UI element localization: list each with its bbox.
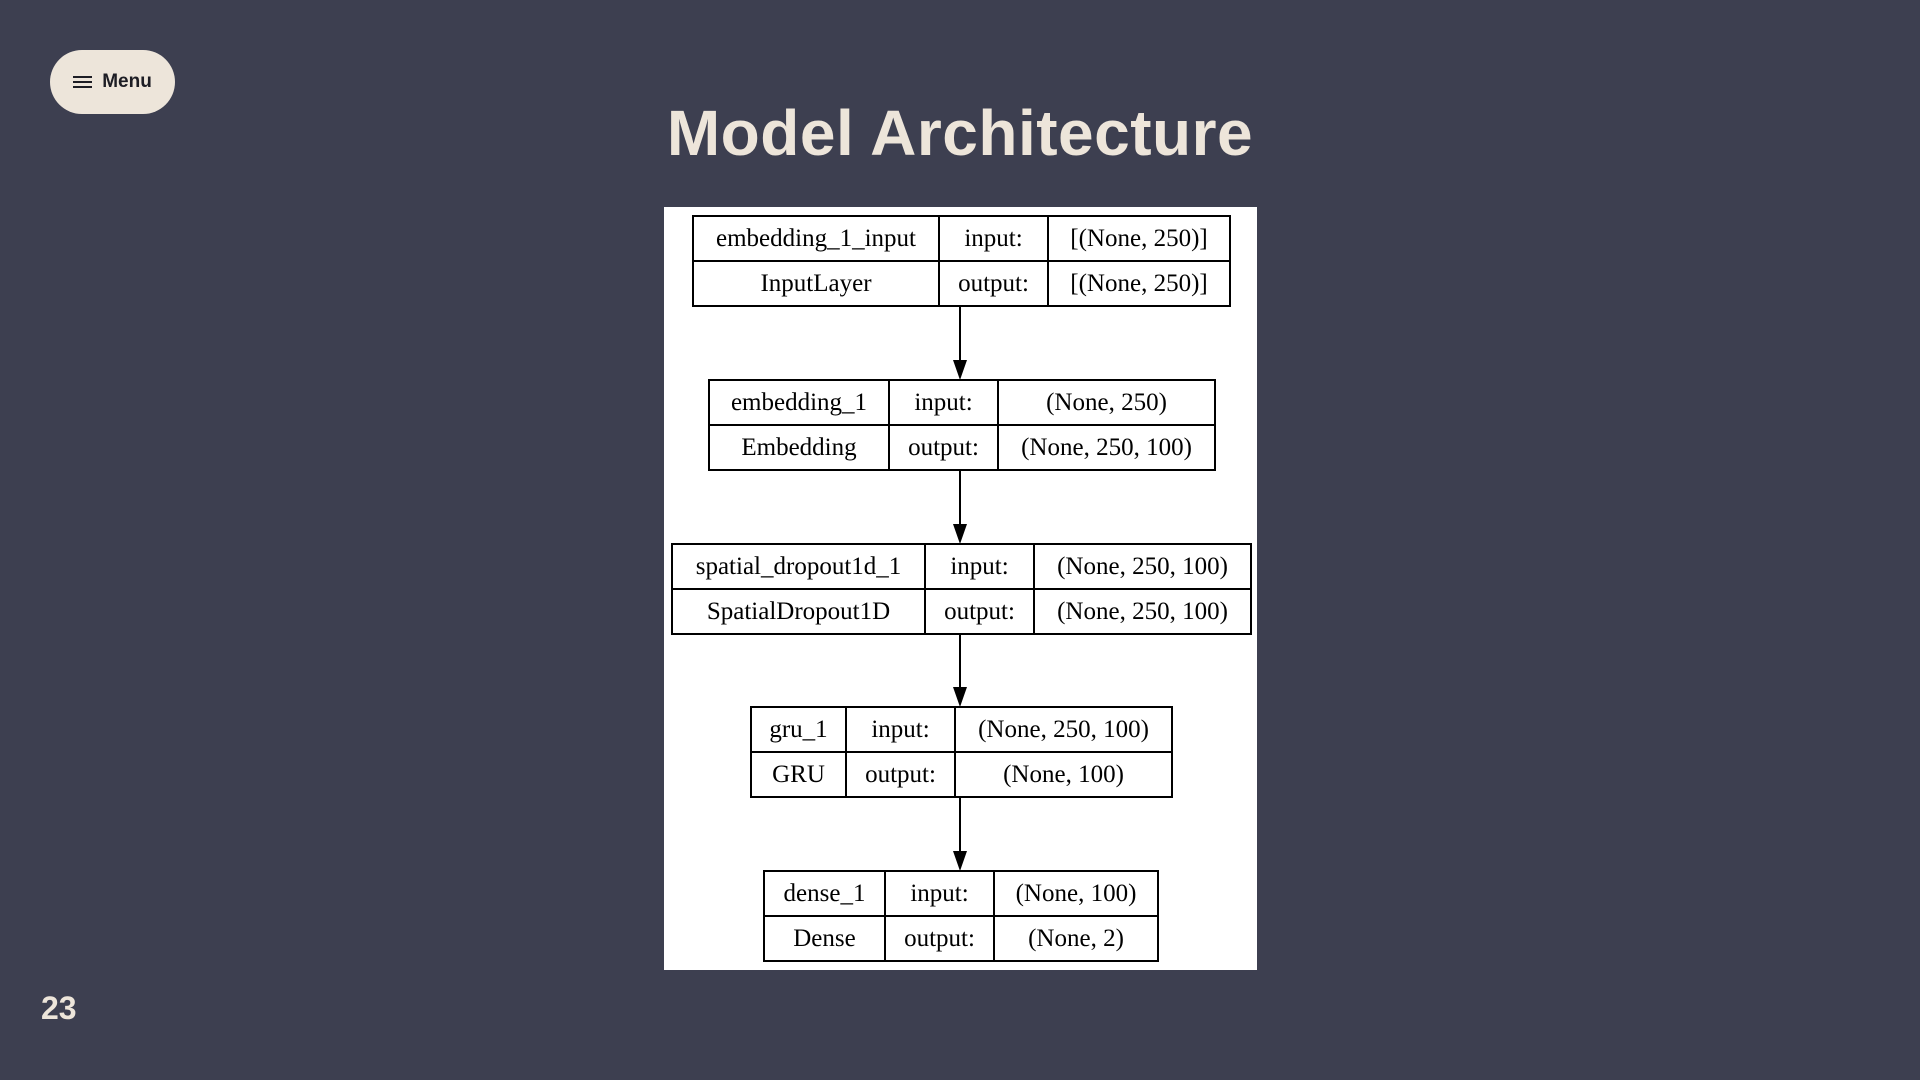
flow-arrow bbox=[953, 634, 967, 707]
input-label: input: bbox=[950, 553, 1008, 580]
layer-node-embedding_1: embedding_1 input: (None, 250) Embedding out… bbox=[708, 379, 1216, 471]
input-shape: (None, 250, 100) bbox=[978, 716, 1149, 743]
layer-type: Embedding bbox=[741, 434, 857, 461]
output-shape: (None, 100) bbox=[1003, 761, 1124, 788]
menu-button-label: Menu bbox=[102, 71, 152, 92]
layer-node-dense_1: dense_1 input: (None, 100) Dense output: (Non… bbox=[763, 870, 1159, 962]
layer-name: gru_1 bbox=[769, 716, 827, 743]
output-label: output: bbox=[908, 434, 979, 461]
flow-arrow bbox=[953, 470, 967, 544]
layer-type: InputLayer bbox=[760, 270, 872, 297]
input-label: input: bbox=[964, 225, 1022, 252]
output-label: output: bbox=[904, 925, 975, 952]
layer-name: embedding_1_input bbox=[716, 225, 916, 252]
layer-name: embedding_1 bbox=[731, 389, 867, 416]
page-title: Model Architecture bbox=[666, 97, 1254, 169]
layer-type: GRU bbox=[772, 761, 825, 788]
flow-arrow bbox=[953, 797, 967, 871]
layer-name: dense_1 bbox=[784, 880, 866, 907]
output-shape: (None, 250, 100) bbox=[1057, 598, 1228, 625]
menu-button[interactable]: Menu bbox=[50, 50, 175, 114]
output-shape: [(None, 250)] bbox=[1070, 270, 1207, 297]
layer-node-spatial_dropout1d_1: spatial_dropout1d_1 input: (None, 250, 100… bbox=[671, 543, 1252, 635]
layer-type: Dense bbox=[793, 925, 855, 952]
output-label: output: bbox=[865, 761, 936, 788]
output-label: output: bbox=[944, 598, 1015, 625]
output-label: output: bbox=[958, 270, 1029, 297]
output-shape: (None, 2) bbox=[1028, 925, 1124, 952]
input-shape: (None, 250, 100) bbox=[1057, 553, 1228, 580]
layer-type: SpatialDropout1D bbox=[707, 598, 890, 625]
output-shape: (None, 250, 100) bbox=[1021, 434, 1192, 461]
layer-name: spatial_dropout1d_1 bbox=[696, 553, 902, 580]
hamburger-icon bbox=[73, 76, 93, 88]
input-shape: [(None, 250)] bbox=[1070, 225, 1207, 252]
slide-number: 23 bbox=[41, 990, 77, 1026]
input-label: input: bbox=[914, 389, 972, 416]
input-label: input: bbox=[871, 716, 929, 743]
input-shape: (None, 100) bbox=[1016, 880, 1137, 907]
model-architecture-diagram: embedding_1_input input: [(None, 250)] Inpu… bbox=[664, 207, 1257, 970]
input-label: input: bbox=[910, 880, 968, 907]
layer-node-embedding_1_input: embedding_1_input input: [(None, 250)] Inpu… bbox=[692, 215, 1231, 307]
flow-arrow bbox=[953, 306, 967, 380]
layer-node-gru_1: gru_1 input: (None, 250, 100) GRU output: (No… bbox=[750, 706, 1173, 798]
input-shape: (None, 250) bbox=[1046, 389, 1167, 416]
